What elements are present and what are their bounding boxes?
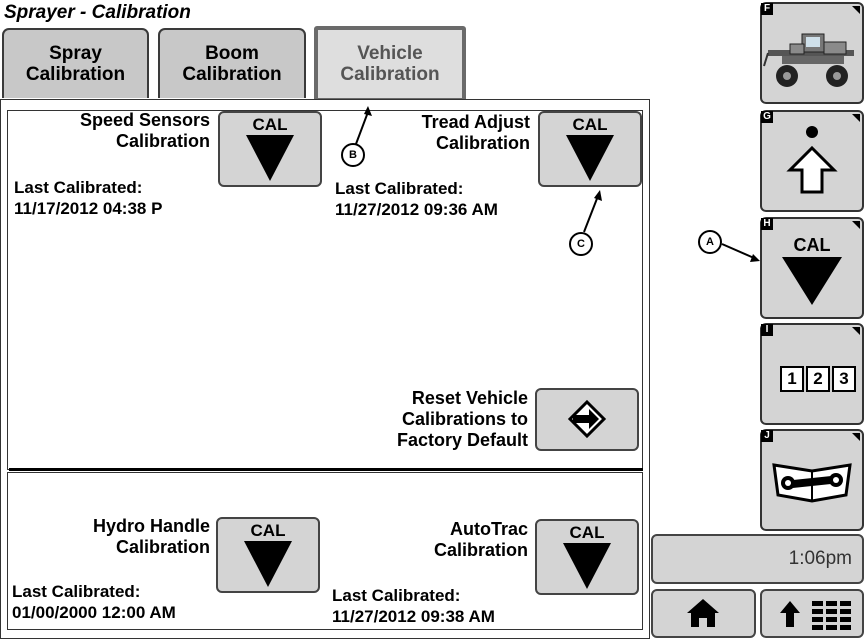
window-title: Sprayer - Calibration — [4, 2, 191, 23]
hydro-handle-cal-button[interactable]: CAL — [216, 517, 320, 593]
softkey-letter: H — [761, 218, 773, 230]
reset-defaults-button[interactable] — [535, 388, 639, 451]
softkey-j-service[interactable]: J — [760, 429, 864, 531]
menu-up-icon — [780, 601, 851, 630]
corner-marker — [852, 114, 860, 122]
down-triangle-icon — [244, 541, 292, 587]
tab-boom-calibration[interactable]: Boom Calibration — [158, 28, 306, 98]
callout-b: B — [341, 143, 365, 167]
softkey-g-shift[interactable]: G — [760, 110, 864, 212]
menu-up-button[interactable] — [760, 589, 864, 638]
softkey-i-keypad[interactable]: I 1 2 3 — [760, 323, 864, 425]
cal-label: CAL — [252, 115, 288, 134]
speed-sensors-last-value: 11/17/2012 04:38 P — [14, 199, 163, 218]
tab-vehicle-calibration[interactable]: Vehicle Calibration — [314, 26, 466, 102]
down-triangle-icon — [566, 135, 614, 181]
down-triangle-icon — [563, 543, 611, 589]
speed-sensors-cal-button[interactable]: CAL — [218, 111, 322, 187]
speed-sensors-label: Speed Sensors Calibration — [79, 110, 210, 151]
tab-spray-calibration[interactable]: Spray Calibration — [2, 28, 149, 98]
cal-label: CAL — [569, 523, 605, 542]
clock-display: 1:06pm — [651, 534, 864, 584]
autotrac-last-label: Last Calibrated: — [332, 586, 461, 605]
vehicle-calibration-panel — [0, 99, 650, 639]
hydro-handle-label: Hydro Handle Calibration — [92, 516, 210, 557]
tread-adjust-last-value: 11/27/2012 09:36 AM — [335, 200, 498, 219]
corner-marker — [852, 221, 860, 229]
autotrac-label: AutoTrac Calibration — [433, 519, 528, 560]
cal-down-icon — [782, 257, 842, 305]
section-divider — [9, 468, 643, 471]
shift-up-icon — [786, 126, 838, 194]
tread-adjust-label: Tread Adjust Calibration — [421, 112, 530, 153]
sprayer-icon — [763, 33, 854, 87]
autotrac-last-value: 11/27/2012 09:38 AM — [332, 607, 495, 626]
digit-box: 3 — [832, 366, 856, 392]
softkey-letter: F — [761, 3, 773, 15]
autotrac-cal-button[interactable]: CAL — [535, 519, 639, 595]
digit-box: 1 — [780, 366, 804, 392]
softkey-f-sprayer[interactable]: F — [760, 2, 864, 104]
callout-c: C — [569, 232, 593, 256]
digit-box: 2 — [806, 366, 830, 392]
numeric-keypad-icon: 1 2 3 — [780, 366, 856, 392]
softkey-letter: J — [761, 430, 773, 442]
softkey-h-cal[interactable]: H CAL — [760, 217, 864, 319]
corner-marker — [852, 6, 860, 14]
home-icon — [687, 599, 719, 627]
corner-marker — [852, 433, 860, 441]
softkey-letter: I — [761, 324, 773, 336]
softkey-letter: G — [761, 111, 773, 123]
cal-label: CAL — [572, 115, 608, 134]
tread-adjust-last-label: Last Calibrated: — [335, 179, 464, 198]
reset-label: Reset Vehicle Calibrations to Factory De… — [396, 388, 528, 450]
callout-a: A — [698, 230, 722, 254]
hydro-handle-last-value: 01/00/2000 12:00 AM — [12, 603, 176, 622]
tread-adjust-cal-button[interactable]: CAL — [538, 111, 642, 187]
cal-label: CAL — [250, 521, 286, 540]
arrow-right-icon — [567, 399, 607, 439]
corner-marker — [852, 327, 860, 335]
home-button[interactable] — [651, 589, 756, 638]
speed-sensors-last-label: Last Calibrated: — [14, 178, 143, 197]
down-triangle-icon — [246, 135, 294, 181]
cal-label: CAL — [793, 235, 831, 255]
service-manual-icon — [772, 463, 852, 503]
hydro-handle-last-label: Last Calibrated: — [12, 582, 141, 601]
